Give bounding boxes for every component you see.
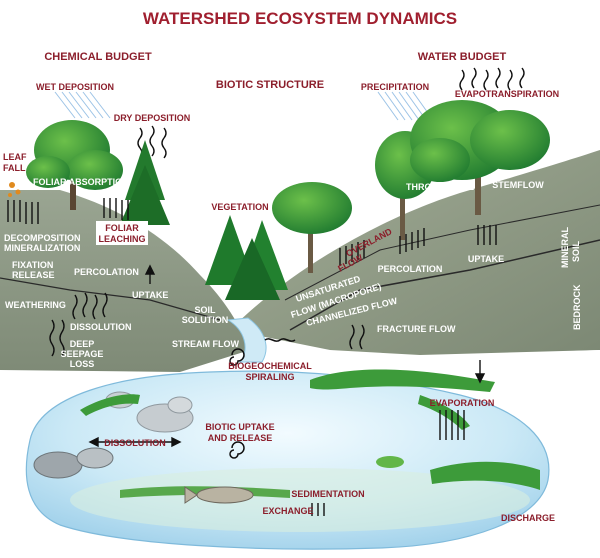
lake-bottom <box>70 468 530 532</box>
foliar-leaching-box <box>96 221 148 245</box>
foliar-leaching-label-2: LEACHING <box>99 234 146 244</box>
bedrock-label: BEDROCK <box>572 284 582 330</box>
leaf-fall-label-2: FALL <box>3 163 26 173</box>
flow-arrows <box>88 264 486 448</box>
wet-deposition-label: WET DEPOSITION <box>36 82 114 92</box>
biogeochemical-label-1: BIOGEOCHEMICAL <box>228 361 312 371</box>
discharge-label: DISCHARGE <box>501 513 555 523</box>
vegetation-label: VEGETATION <box>211 202 268 212</box>
decomposition-label: DECOMPOSITION <box>4 233 81 243</box>
biogeochemical-label-2: SPIRALING <box>245 372 294 382</box>
right-bedrock-line <box>289 239 600 331</box>
biotic-structure-header: BIOTIC STRUCTURE <box>216 79 324 91</box>
leaf-fall-label-1: LEAF <box>3 152 27 162</box>
fracture-flow-label: FRACTURE FLOW <box>377 324 456 334</box>
foliar-leaching-label-1: FOLIAR <box>105 223 139 233</box>
water-budget-header: WATER BUDGET <box>418 51 507 63</box>
throughfall-label: THROUGHFALL <box>406 182 474 192</box>
deep-seepage-label-1: DEEP <box>70 339 95 349</box>
left-trees <box>26 120 170 234</box>
exchange-label: EXCHANGE <box>262 506 313 516</box>
shoreline-vegetation <box>80 369 540 498</box>
page-title: WATERSHED ECOSYSTEM DYNAMICS <box>143 9 457 28</box>
hatch-marks <box>7 198 497 516</box>
soil-solution-label-2: SOLUTION <box>182 315 229 325</box>
percolation-left-label: PERCOLATION <box>74 267 139 277</box>
dry-deposition-label: DRY DEPOSITION <box>114 113 191 123</box>
mineral-soil-label-1: MINERAL <box>560 227 570 268</box>
soil-solution-label-1: SOIL <box>194 305 216 315</box>
mineralization-label: MINERALIZATION <box>4 243 80 253</box>
deep-seepage-label-2: SEEPAGE <box>61 349 104 359</box>
dissolution-upper-label: DISSOLUTION <box>70 322 132 332</box>
right-hillside <box>230 150 600 355</box>
uptake-left-label: UPTAKE <box>132 290 168 300</box>
center-deciduous-tree <box>272 182 352 273</box>
spiral-icons <box>229 338 296 459</box>
chemical-budget-header: CHEMICAL BUDGET <box>44 51 152 63</box>
weathering-label: WEATHERING <box>5 300 66 310</box>
stream <box>226 317 267 363</box>
biotic-uptake-label-2: AND RELEASE <box>208 433 273 443</box>
foliar-absorption-label: FOLIAR ABSORPTION <box>33 177 129 187</box>
percolation-right-label: PERCOLATION <box>378 264 443 274</box>
evapotranspiration-squiggles <box>459 67 525 91</box>
release-label: RELEASE <box>12 270 55 280</box>
dissolution-lower-label: DISSOLUTION <box>104 438 166 448</box>
evaporation-label: EVAPORATION <box>430 398 495 408</box>
stemflow-label: STEMFLOW <box>492 180 544 190</box>
right-soil-line <box>284 204 600 301</box>
stream-flow-label: STREAM FLOW <box>172 339 239 349</box>
center-conifers <box>205 215 288 300</box>
wet-deposition-rain <box>54 91 111 119</box>
uptake-right-label: UPTAKE <box>468 254 504 264</box>
soil-squiggles <box>49 292 365 357</box>
mineral-soil-label-2: SOIL <box>571 240 581 262</box>
left-hillside <box>0 190 250 400</box>
biotic-uptake-label-1: BIOTIC UPTAKE <box>205 422 274 432</box>
left-bedrock-line <box>0 277 221 321</box>
right-trees <box>375 100 550 240</box>
leaf-fall-icon <box>8 182 21 197</box>
sedimentation-label: SEDIMENTATION <box>291 489 364 499</box>
fish <box>184 486 254 504</box>
precipitation-label: PRECIPITATION <box>361 82 429 92</box>
evapotranspiration-label: EVAPOTRANSPIRATION <box>455 89 559 99</box>
fixation-label: FIXATION <box>12 260 53 270</box>
deep-seepage-label-3: LOSS <box>70 359 95 369</box>
